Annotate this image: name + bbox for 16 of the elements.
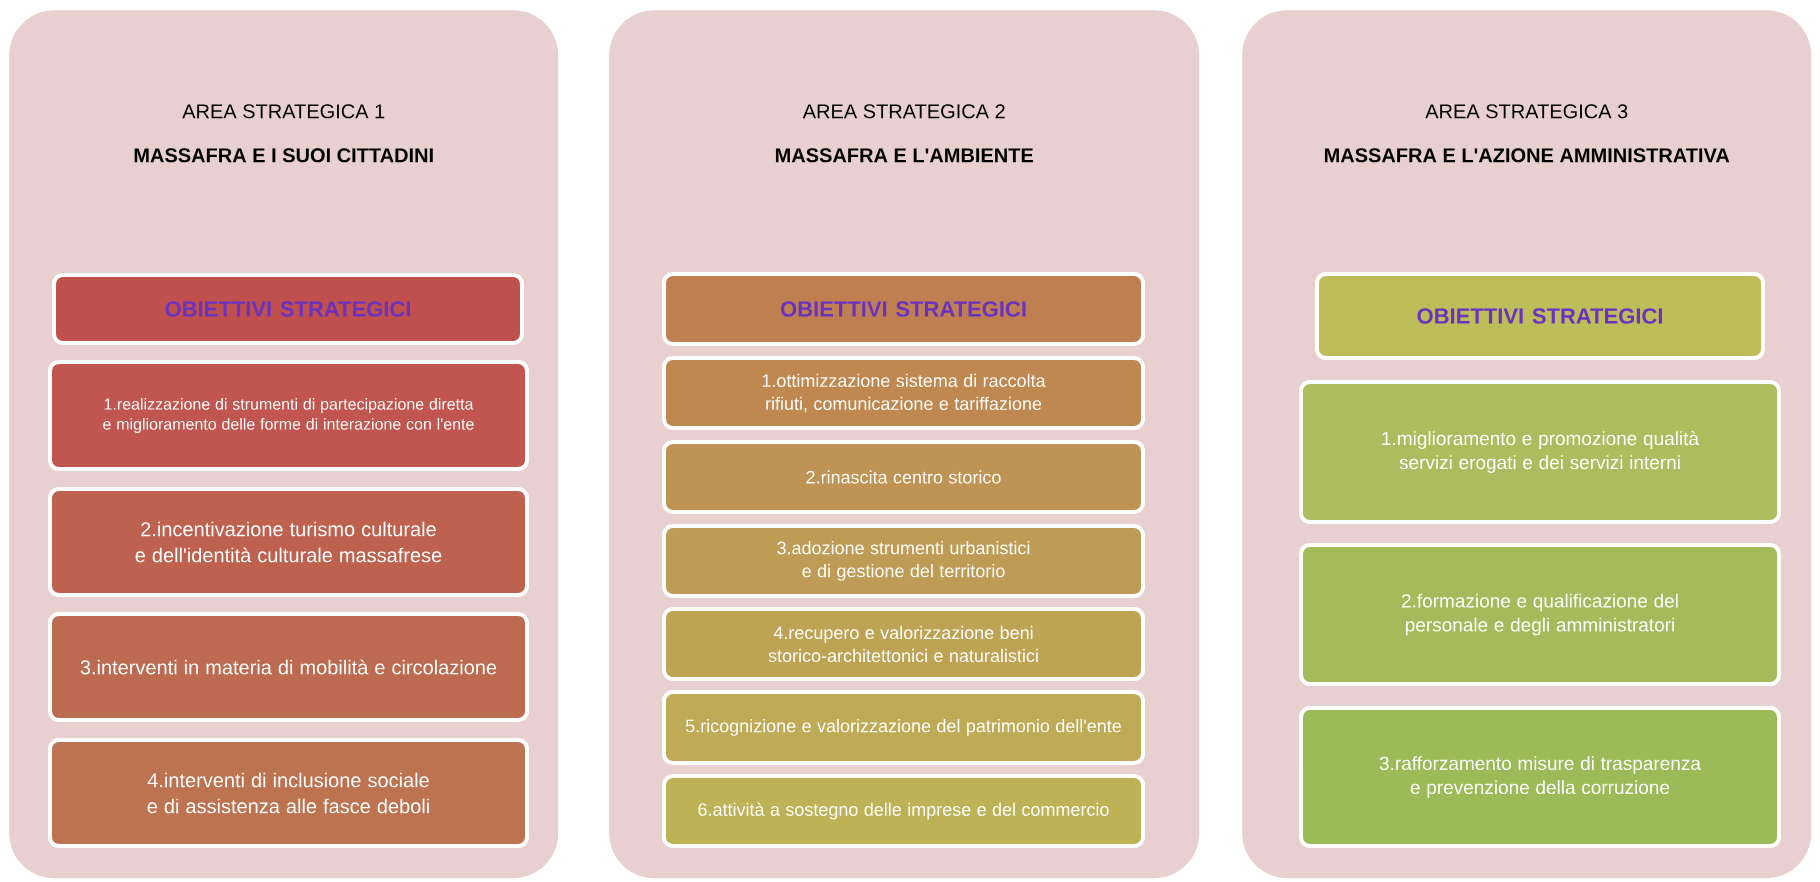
objective-box: 3.rafforzamento misure di trasparenza e prevenzione della corruzione: [1299, 706, 1781, 848]
objective-box: 2.rinascita centro storico: [662, 440, 1145, 514]
heading-box: OBIETTIVI STRATEGICI: [662, 272, 1145, 346]
objective-box: 1.realizzazione di strumenti di partecipazione diretta e miglioramento delle forme di interazione con l'ente: [48, 360, 529, 471]
objective-box: 2.formazione e qualificazione del personale e degli amministratori: [1299, 543, 1781, 686]
objective-box: 5.ricognizione e valorizzazione del patrimonio dell'ente: [662, 690, 1145, 765]
objective-box: 3.adozione strumenti urbanistici e di gestione del territorio: [662, 524, 1145, 598]
heading-box: OBIETTIVI STRATEGICI: [1315, 272, 1765, 360]
objective-box: 6.attività a sostegno delle imprese e del commercio: [662, 774, 1145, 848]
objective-box: 1.ottimizzazione sistema di raccolta rifiuti, comunicazione e tariffazione: [662, 356, 1145, 430]
objective-box: 4.interventi di inclusione sociale e di assistenza alle fasce deboli: [48, 738, 529, 848]
objective-box: 3.interventi in materia di mobilità e circolazione: [48, 612, 529, 722]
objective-box: 4.recupero e valorizzazione beni storico-architettonici e naturalistici: [662, 607, 1145, 681]
objective-box: 2.incentivazione turismo culturale e dell'identità culturale massafrese: [48, 487, 529, 597]
objective-box: 1.miglioramento e promozione qualità servizi erogati e dei servizi interni: [1299, 380, 1781, 524]
heading-box: OBIETTIVI STRATEGICI: [52, 273, 524, 345]
